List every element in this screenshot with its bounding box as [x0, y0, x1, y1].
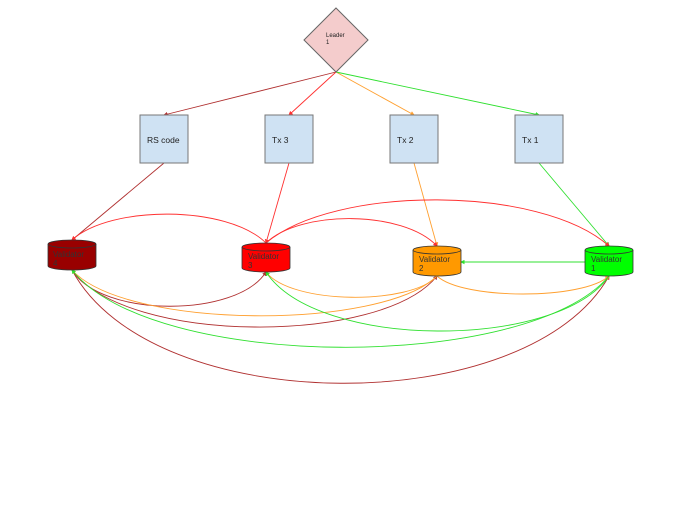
edge-v2-to-v1	[436, 275, 610, 295]
edge-v4-to-v2	[71, 269, 438, 328]
box-tx3-label: Tx 3	[272, 135, 289, 145]
box-rs-code[interactable]: RS code	[139, 114, 189, 164]
edge-v4-to-v3	[71, 269, 267, 307]
validator-3-node[interactable]: Validator 3	[241, 242, 291, 273]
edge-v2-to-v4	[71, 269, 438, 317]
edge-leader-to-rs	[163, 71, 337, 117]
box-tx1-label: Tx 1	[522, 135, 539, 145]
edge-leader-to-tx2	[335, 71, 415, 116]
edge-rs-to-v4	[71, 162, 165, 241]
edge-v3-to-v2	[265, 218, 438, 247]
leader-diamond	[303, 7, 369, 73]
validator-2-node[interactable]: Validator 2	[412, 245, 462, 277]
validator-1-cylinder	[584, 250, 634, 277]
edges-layer	[71, 71, 610, 384]
edge-tx3-to-v3	[264, 162, 290, 244]
validator-2-label-line2: 2	[419, 264, 424, 273]
validator-3-label-line2: 3	[248, 261, 253, 270]
validator-3-cylinder	[241, 247, 291, 273]
edge-v1-to-v3	[265, 271, 610, 332]
edge-v3-to-v1	[265, 199, 610, 247]
validator-1-label-line1: Validator	[591, 255, 622, 264]
edge-v1-to-v4	[71, 269, 610, 348]
validator-2-label-line1: Validator	[419, 255, 450, 264]
validator-1-node[interactable]: Validator 1	[584, 245, 634, 277]
box-tx2[interactable]: Tx 2	[389, 114, 439, 164]
validator-4-label-line2: 4	[53, 259, 58, 268]
leader-label-line2: 1	[326, 40, 330, 46]
edge-leader-to-tx1	[335, 71, 540, 117]
validator-1-label-line2: 1	[591, 264, 596, 273]
validator-4-label-line1: Validator	[53, 250, 84, 259]
edge-v4-to-v1	[71, 269, 610, 384]
edge-leader-to-tx3	[288, 71, 337, 116]
box-tx2-label: Tx 2	[397, 135, 414, 145]
validator-4-cylinder	[47, 244, 97, 271]
leader-node[interactable]: Leader 1	[303, 7, 369, 73]
validator-3-label-line1: Validator	[248, 252, 279, 261]
validator-2-cylinder	[412, 250, 462, 277]
box-rs-code-label: RS code	[147, 135, 180, 145]
edge-tx2-to-v2	[413, 162, 439, 247]
validator-4-node[interactable]: Validator 4	[47, 239, 97, 271]
edge-v3-to-v4	[71, 213, 267, 244]
box-tx3[interactable]: Tx 3	[264, 114, 314, 164]
box-tx1[interactable]: Tx 1	[514, 114, 564, 164]
leader-label-line1: Leader	[326, 33, 345, 39]
edge-v2-to-v3	[265, 271, 438, 298]
edge-tx1-to-v1	[538, 162, 610, 247]
